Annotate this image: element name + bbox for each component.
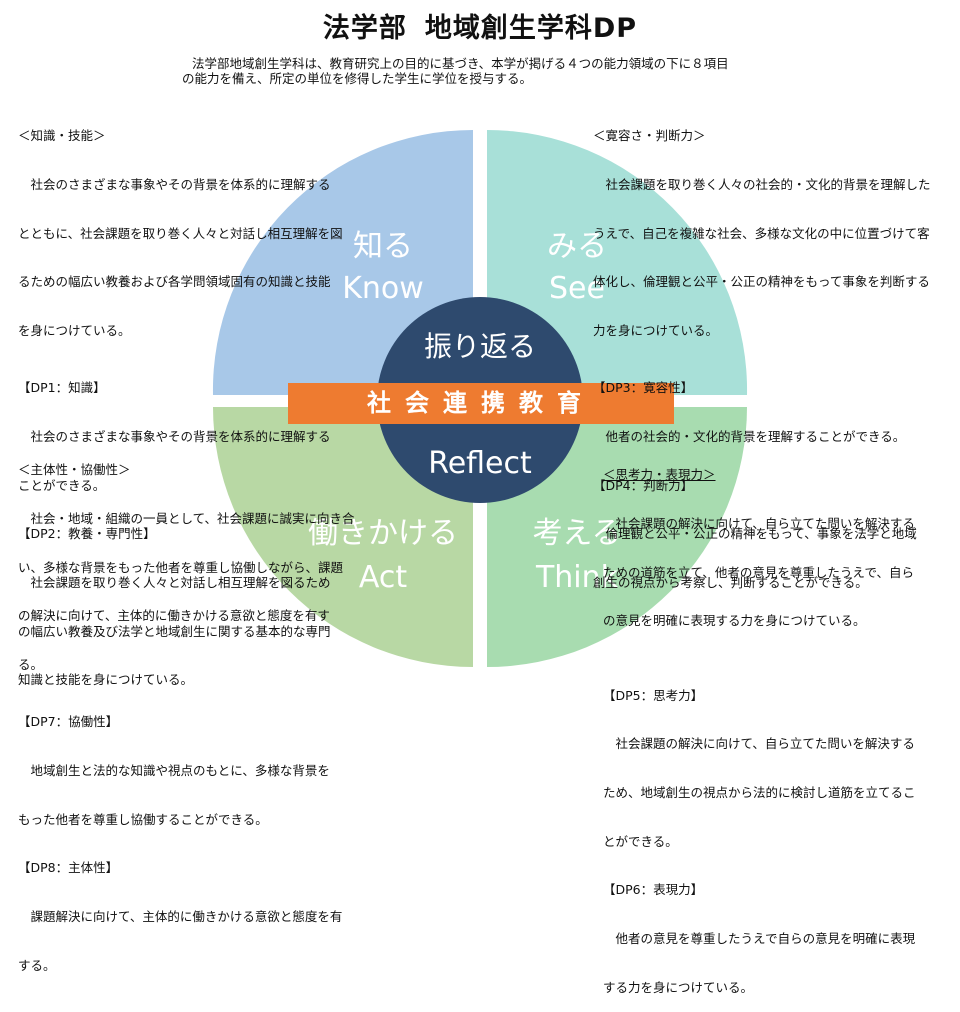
page-title: 法学部地域創生学科DP (0, 6, 960, 45)
intro-line-1: 法学部地域創生学科は、教育研究上の目的に基づき、本学が掲げる４つの能力領域の下に… (192, 56, 729, 71)
reflect-label-jp: 振り返る (424, 330, 536, 363)
text-line: ため、地域創生の視点から法的に検討し道筋を立てるこ (603, 785, 916, 801)
label-think-en: Think (535, 560, 619, 595)
text-line: とともに、社会課題を取り巻く人々と対話し相互理解を図 (18, 225, 343, 241)
label-think-jp: 考える (532, 516, 621, 551)
text-line: 社会のさまざまな事象やその背景を体系的に理解する (18, 429, 331, 445)
text-line: 課題解決に向けて、主体的に働きかける意欲と態度を有 (18, 908, 343, 924)
text-line: 社会課題を取り巻く人々の社会的・文化的背景を理解した (593, 177, 931, 193)
text-line: 体化し、倫理観と公平・公正の精神をもって事象を判断する (593, 274, 930, 290)
heading-initiative: ＜主体性・協働性＞ (18, 462, 131, 478)
text-line: 社会のさまざまな事象やその背景を体系的に理解する (18, 177, 331, 193)
text-line: もった他者を尊重し協働することができる。 (18, 811, 268, 827)
reflect-label-en: Reflect (428, 446, 532, 481)
intro-line-2: の能力を備え、所定の単位を修得した学生に学位を授与する。 (182, 71, 533, 86)
heading-tolerance: ＜寛容さ・判断力＞ (593, 128, 706, 144)
heading-thinking: ＜思考力・表現力＞ (603, 467, 716, 483)
label-see-en: See (549, 271, 605, 306)
label-know-jp: 知る (353, 229, 413, 264)
text-line: の意見を明確に表現する力を身につけている。 (603, 613, 866, 629)
dp7-title: 【DP7：協働性】 (18, 714, 119, 730)
text-line: 社会課題を取り巻く人々と対話し相互理解を図るため (18, 574, 331, 590)
heading-knowledge: ＜知識・技能＞ (18, 128, 106, 144)
text-line: 地域創生と法的な知識や視点のもとに、多様な背景を (18, 763, 330, 779)
dp-wheel-diagram: 知る Know みる See 働きかける Act 考える Think 振り返る … (212, 130, 748, 667)
dp4-title: 【DP4：判断力】 (593, 477, 694, 493)
intro-text: 法学部地域創生学科は、教育研究上の目的に基づき、本学が掲げる４つの能力領域の下に… (182, 56, 802, 86)
text-line: の幅広い教養及び法学と地域創生に関する基本的な専門 (18, 623, 331, 639)
banner-label: 社会連携教育 (367, 389, 595, 417)
social-cooperation-banner (288, 383, 674, 424)
text-line: する力を身につけている。 (603, 979, 754, 995)
title-faculty: 法学部 (322, 13, 407, 44)
panel-thinking: ＜思考力・表現力＞ 社会課題の解決に向けて、自ら立てた問いを解決する ための道筋… (603, 435, 953, 1012)
dp3-title: 【DP3：寛容性】 (593, 380, 694, 396)
text-line: うえで、自己を複雑な社会、多様な文化の中に位置づけて客 (593, 225, 930, 241)
text-line: とができる。 (603, 833, 678, 849)
text-line: する。 (18, 957, 56, 973)
label-act-en: Act (359, 560, 407, 595)
text-line: い、多様な背景をもった他者を尊重し協働しながら、課題 (18, 559, 344, 575)
text-line: 創生の視点から考察し、判断することができる。 (593, 574, 868, 590)
text-line: を身につけている。 (18, 322, 131, 338)
text-line: 社会課題の解決に向けて、自ら立てた問いを解決する (603, 516, 915, 532)
text-line: 社会・地域・組織の一員として、社会課題に誠実に向き合 (18, 511, 355, 527)
label-see-jp: みる (547, 229, 607, 264)
title-department: 地域創生学科DP (424, 13, 638, 44)
panel-initiative: ＜主体性・協働性＞ 社会・地域・組織の一員として、社会課題に誠実に向き合 い、多… (18, 430, 378, 990)
text-line: 倫理観と公平・公正の精神をもって、事象を法学と地域 (593, 526, 917, 542)
text-line: 社会課題の解決に向けて、自ら立てた問いを解決する (603, 736, 915, 752)
text-line: るための幅広い教養および各学問領域固有の知識と技能 (18, 274, 331, 290)
text-line: る。 (18, 656, 44, 672)
label-know-en: Know (342, 271, 424, 306)
dp1-title: 【DP1：知識】 (18, 380, 106, 396)
dp8-title: 【DP8：主体性】 (18, 860, 119, 876)
text-line: 知識と技能を身につけている。 (18, 672, 194, 688)
panel-tolerance: ＜寛容さ・判断力＞ 社会課題を取り巻く人々の社会的・文化的背景を理解した うえで… (593, 96, 953, 607)
text-line: の解決に向けて、主体的に働きかける意欲と態度を有す (18, 608, 330, 624)
panel-knowledge: ＜知識・技能＞ 社会のさまざまな事象やその背景を体系的に理解する とともに、社会… (18, 96, 378, 705)
dp6-title: 【DP6：表現力】 (603, 882, 704, 898)
text-line: 他者の社会的・文化的背景を理解することができる。 (593, 429, 906, 445)
text-line: 力を身につけている。 (593, 322, 719, 338)
dp5-title: 【DP5：思考力】 (603, 687, 704, 703)
text-line: ことができる。 (18, 477, 106, 493)
label-act-jp: 働きかける (308, 516, 458, 551)
dp2-title: 【DP2：教養・専門性】 (18, 526, 156, 542)
text-line: 他者の意見を尊重したうえで自らの意見を明確に表現 (603, 930, 916, 946)
text-line: ための道筋を立て、他者の意見を尊重したうえで、自ら (603, 564, 915, 580)
